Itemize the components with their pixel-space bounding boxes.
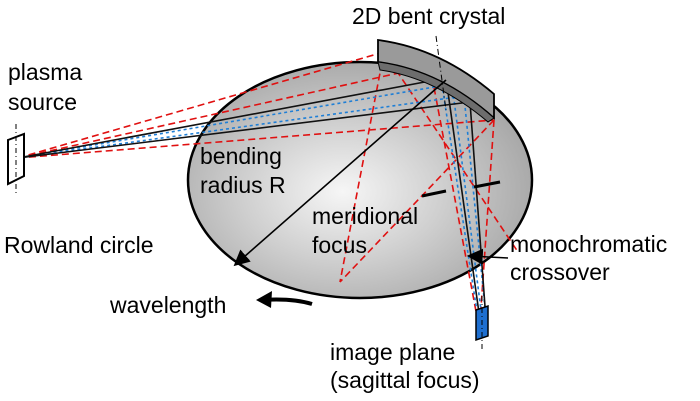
black-rays (17, 77, 487, 321)
crystal-label: 2D bent crystal (352, 3, 505, 29)
curved-arrow-head (256, 291, 272, 308)
meridional-label-line1: meridional (312, 203, 418, 229)
meridional-focus-mark (421, 180, 501, 198)
image-plane-label-line1: image plane (330, 339, 455, 365)
meridional-label-line2: focus (312, 232, 367, 258)
bent-crystal (377, 35, 495, 123)
source-label-line2: source (8, 89, 77, 115)
rowland-circle (186, 60, 534, 300)
wavelength-label: wavelength (109, 292, 226, 318)
detector-plate-icon (475, 296, 489, 350)
bending-label-line1: bending (200, 143, 282, 169)
mono-label-line1: monochromatic (510, 231, 667, 257)
source-label-line1: plasma (8, 59, 82, 85)
rectangle-plate-icon (7, 124, 25, 196)
bending-label-line2: radius R (200, 172, 286, 198)
blue-rays (17, 71, 487, 319)
rowland-label: Rowland circle (4, 232, 154, 258)
bending-radius-arrow (233, 79, 447, 267)
crossover-pointer (466, 248, 509, 265)
image-plane-label-line2: (sagittal focus) (330, 367, 480, 393)
mono-label-line2: crossover (510, 259, 610, 285)
